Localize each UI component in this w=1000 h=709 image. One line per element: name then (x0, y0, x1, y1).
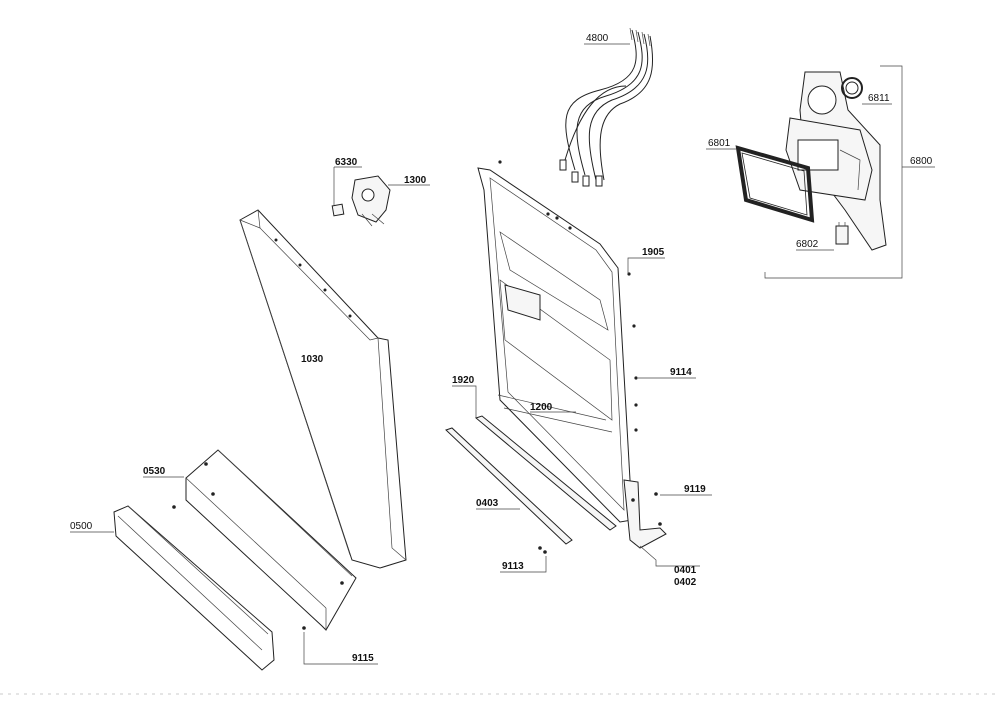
screw-9113 (538, 546, 547, 554)
label-0530: 0530 (143, 466, 166, 477)
seal-strip-1920 (474, 415, 617, 531)
label-1300: 1300 (404, 175, 427, 186)
door-latch-1300 (331, 175, 391, 227)
label-0403: 0403 (476, 498, 499, 509)
label-4800: 4800 (586, 33, 609, 44)
label-9114: 9114 (670, 367, 692, 378)
label-6811: 6811 (868, 93, 890, 104)
door-panel-1030 (239, 209, 407, 569)
bottom-strip-0403 (445, 427, 573, 545)
label-9113: 9113 (502, 561, 524, 572)
label-1030: 1030 (301, 354, 324, 365)
kick-plate-0500 (113, 505, 275, 671)
label-6802: 6802 (796, 239, 819, 250)
label-6801: 6801 (708, 138, 731, 149)
screw-9115 (302, 626, 306, 630)
label-6800: 6800 (910, 156, 933, 167)
label-0401: 0401 (674, 565, 697, 576)
screw-9119 (654, 492, 658, 496)
label-6330: 6330 (335, 157, 358, 168)
door-hinge-0401 (623, 479, 667, 549)
label-1200: 1200 (530, 402, 553, 413)
label-0500: 0500 (70, 521, 93, 532)
label-1920: 1920 (452, 375, 475, 386)
kick-bracket-0530 (172, 449, 357, 631)
label-9115: 9115 (352, 653, 374, 664)
inner-door-frame-1905 (477, 160, 638, 523)
dispenser-assembly-6800 (735, 71, 887, 251)
label-1905: 1905 (642, 247, 665, 258)
label-0402: 0402 (674, 577, 697, 588)
label-9119: 9119 (684, 484, 706, 495)
wiring-harness-4800 (559, 27, 654, 187)
